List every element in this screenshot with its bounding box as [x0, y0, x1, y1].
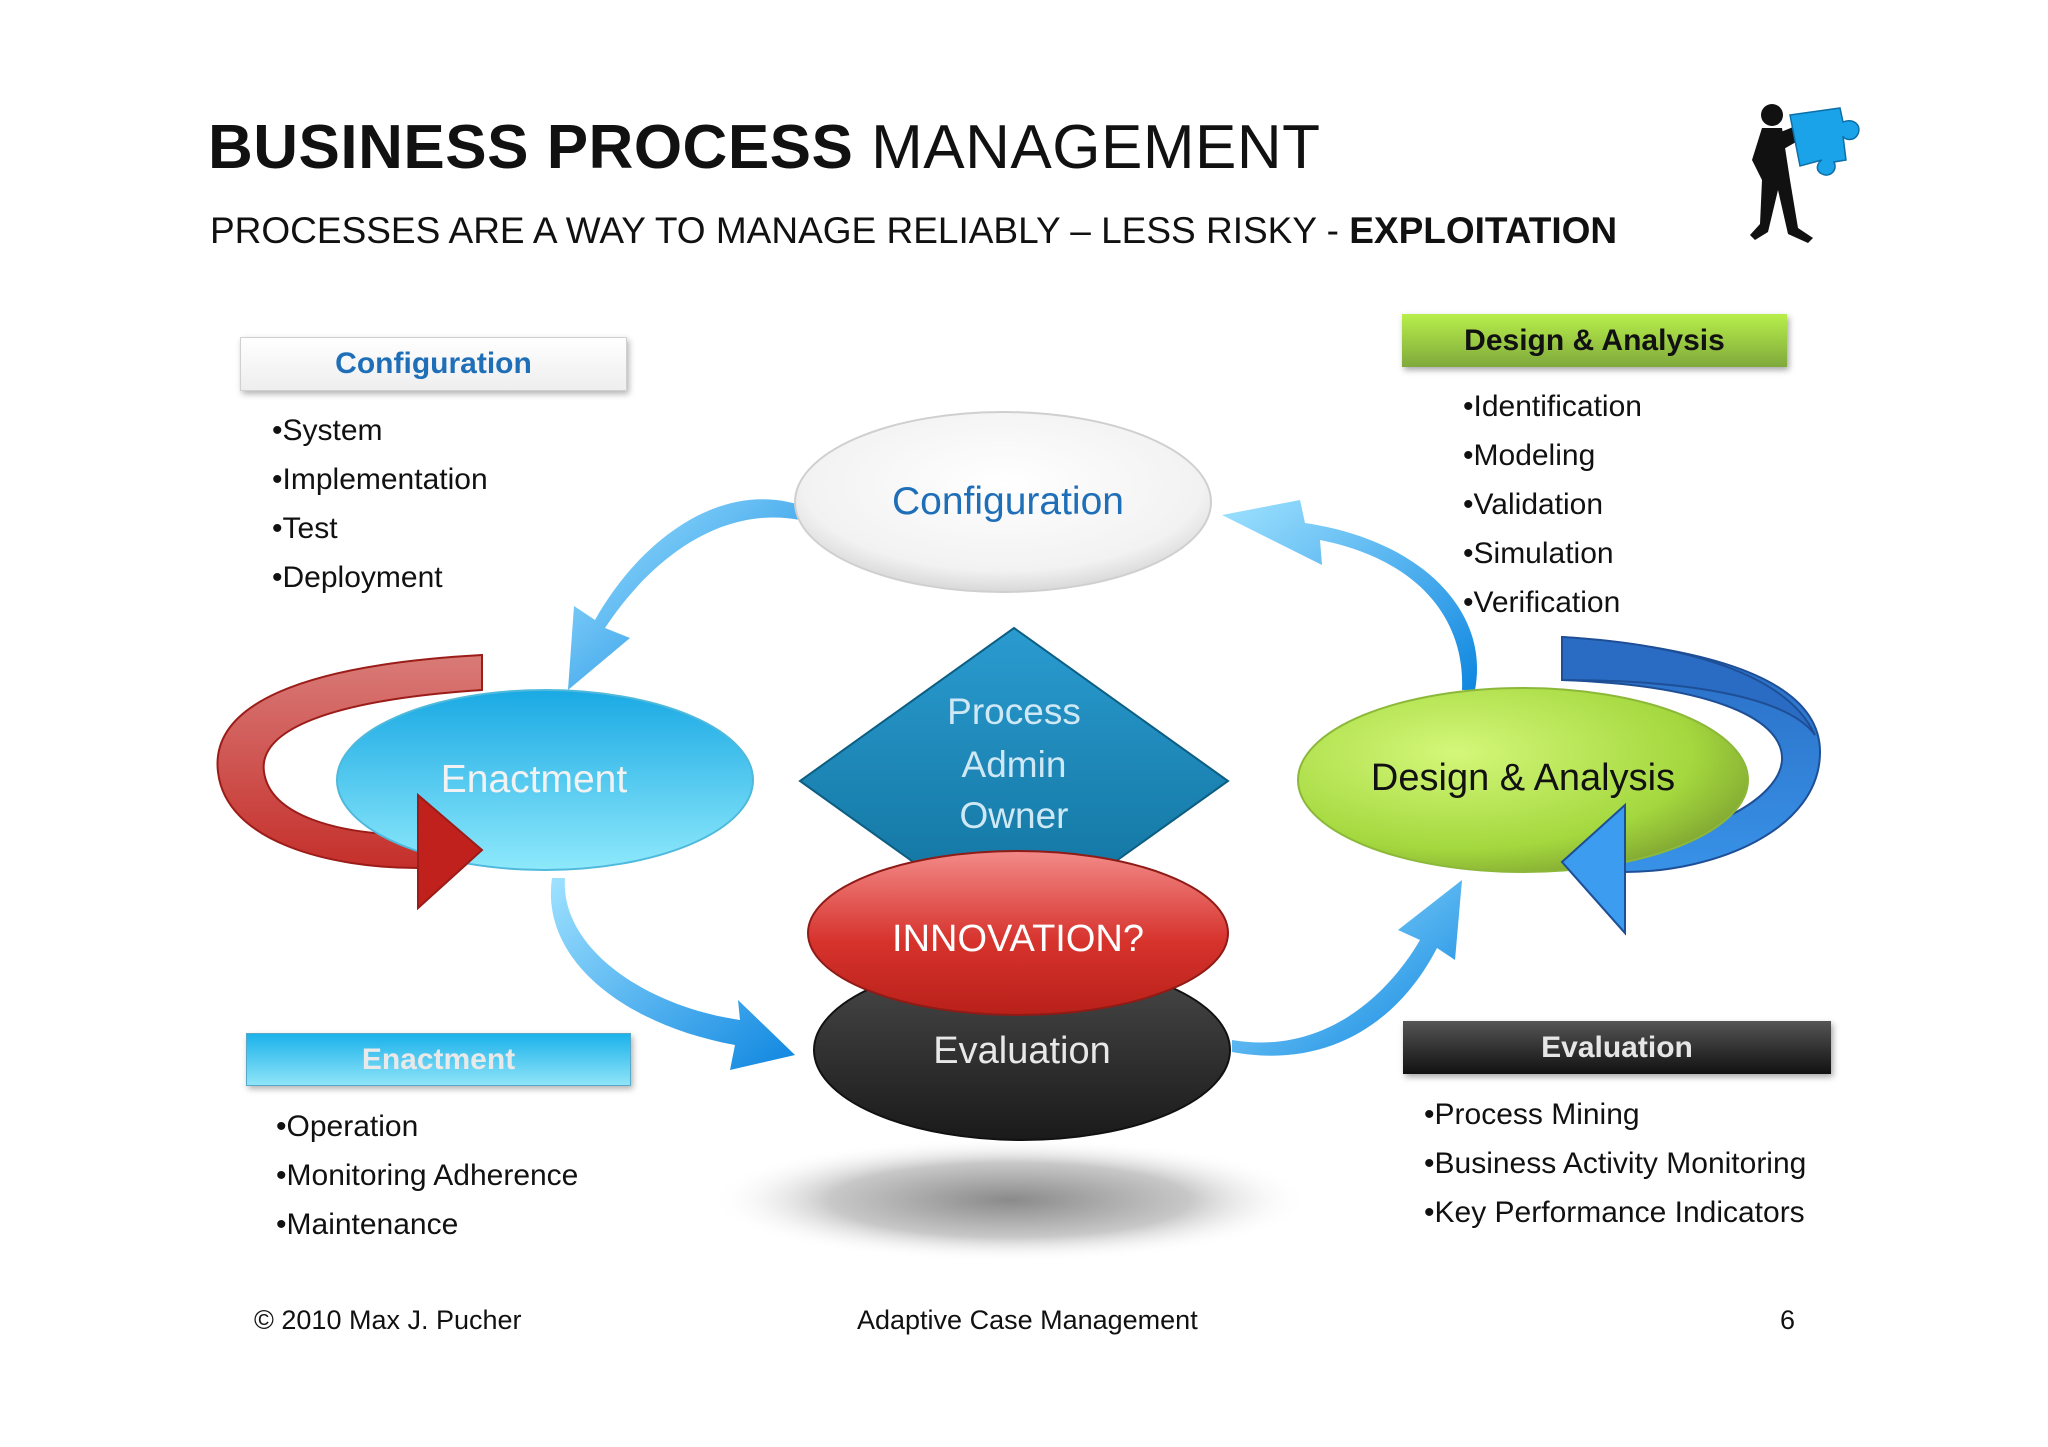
list-item: Operation [276, 1102, 578, 1151]
configuration-node: Configuration [794, 411, 1212, 593]
list-item: System [272, 406, 488, 455]
evaluation-panel-heading: Evaluation [1403, 1021, 1831, 1074]
evaluation-list: Process Mining Business Activity Monitor… [1424, 1090, 1807, 1237]
arrow-enactment-to-evaluation [550, 878, 795, 1070]
design-loop-arrowhead [1560, 802, 1626, 936]
subtitle-regular: PROCESSES ARE A WAY TO MANAGE RELIABLY –… [210, 210, 1350, 251]
list-item: Deployment [272, 553, 488, 602]
footer-copyright: © 2010 Max J. Pucher [254, 1305, 522, 1335]
innovation-node: INNOVATION? [807, 850, 1229, 1016]
diamond-line-1: Process [947, 691, 1081, 732]
design-analysis-list: Identification Modeling Validation Simul… [1463, 382, 1642, 627]
list-item: Business Activity Monitoring [1424, 1139, 1807, 1188]
arrow-design-to-config [1222, 500, 1478, 690]
diamond-line-2: Admin [962, 744, 1067, 785]
page-number: 6 [1780, 1305, 1796, 1335]
design-analysis-node: Design & Analysis [1297, 687, 1749, 873]
list-item: Implementation [272, 455, 488, 504]
slide-subtitle: PROCESSES ARE A WAY TO MANAGE RELIABLY –… [210, 210, 1617, 252]
process-admin-owner-diamond: Process Admin Owner [798, 626, 1230, 936]
title-regular: MANAGEMENT [871, 113, 1321, 182]
list-item: Key Performance Indicators [1424, 1188, 1806, 1237]
floor-shadow [710, 1138, 1310, 1262]
evaluation-node-label: Evaluation [933, 1030, 1110, 1072]
subtitle-bold: EXPLOITATION [1349, 210, 1618, 251]
design-analysis-panel-heading: Design & Analysis [1402, 314, 1787, 367]
arrow-evaluation-to-design [1232, 880, 1462, 1056]
diamond-line-3: Owner [960, 795, 1069, 836]
design-loop-front-band [1561, 635, 1816, 736]
enactment-loop-arrowhead [417, 792, 484, 911]
configuration-panel-heading: Configuration [240, 337, 627, 391]
person-carrying-puzzle-piece-icon [1750, 104, 1860, 243]
list-item: Identification [1463, 382, 1642, 431]
list-item: Process Mining [1424, 1090, 1806, 1139]
list-item: Monitoring Adherence [276, 1151, 579, 1200]
slide-title: BUSINESS PROCESS MANAGEMENT [208, 112, 1320, 183]
footer-title: Adaptive Case Management [857, 1305, 1198, 1335]
enactment-node: Enactment [336, 689, 754, 871]
enactment-panel-heading: Enactment [246, 1033, 631, 1086]
list-item: Test [272, 504, 488, 553]
design-analysis-node-label: Design & Analysis [1371, 757, 1675, 799]
list-item: Validation [1463, 480, 1642, 529]
list-item: Maintenance [276, 1200, 578, 1249]
title-bold: BUSINESS PROCESS [208, 113, 854, 182]
enactment-node-label: Enactment [441, 758, 628, 801]
enactment-list: Operation Monitoring Adherence Maintenan… [276, 1102, 579, 1249]
configuration-node-label: Configuration [892, 480, 1124, 523]
configuration-list: System Implementation Test Deployment [272, 406, 488, 602]
list-item: Simulation [1463, 529, 1642, 578]
innovation-node-label: INNOVATION? [892, 918, 1144, 960]
list-item: Verification [1463, 578, 1642, 627]
arrow-config-to-enactment [568, 499, 800, 690]
list-item: Modeling [1463, 431, 1642, 480]
